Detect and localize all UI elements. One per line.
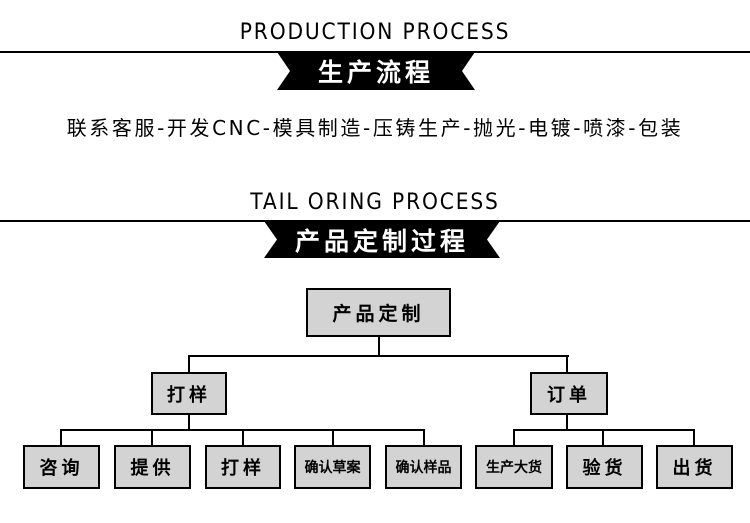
leaf-node: 提供: [114, 445, 191, 489]
banner-ribbon-shape: [264, 221, 500, 258]
leaf-node: 生产大货: [475, 445, 553, 489]
connector-line: [188, 355, 190, 372]
connector-line: [566, 355, 568, 372]
connector-line: [693, 429, 695, 445]
connector-line: [151, 429, 153, 445]
connector-line: [602, 429, 604, 445]
connector-line: [423, 429, 425, 445]
branch-node-sampling: 打样: [151, 372, 227, 415]
banner-label: 产品定制过程: [294, 226, 469, 256]
branch-node-order: 订单: [530, 372, 608, 415]
banner-ribbon-shape: [277, 52, 475, 90]
banner-label: 生产流程: [317, 58, 434, 87]
connector-line: [332, 429, 334, 445]
connector-line: [513, 429, 695, 431]
leaf-node: 出货: [656, 445, 733, 489]
tailoring-process-banner: 产品定制过程: [264, 221, 500, 258]
production-process-title: PRODUCTION PROCESS: [239, 20, 511, 45]
leaf-node: 验货: [566, 445, 643, 489]
connector-line: [513, 429, 515, 445]
connector-line: [242, 429, 244, 445]
leaf-node: 确认样品: [385, 445, 462, 489]
production-process-banner: 生产流程: [277, 52, 475, 90]
leaf-node: 咨询: [23, 445, 100, 489]
tree-root-node: 产品定制: [306, 288, 451, 337]
production-steps-text: 联系客服-开发CNC-模具制造-压铸生产-抛光-电镀-喷漆-包装: [66, 116, 684, 140]
connector-line: [60, 429, 62, 445]
tailoring-process-title: TAIL ORING PROCESS: [250, 190, 500, 215]
leaf-node: 打样: [205, 445, 281, 489]
connector-line: [566, 415, 568, 430]
connector-line: [378, 337, 380, 356]
leaf-node: 确认草案: [294, 445, 371, 489]
connector-line: [188, 355, 569, 357]
connector-line: [188, 415, 190, 430]
